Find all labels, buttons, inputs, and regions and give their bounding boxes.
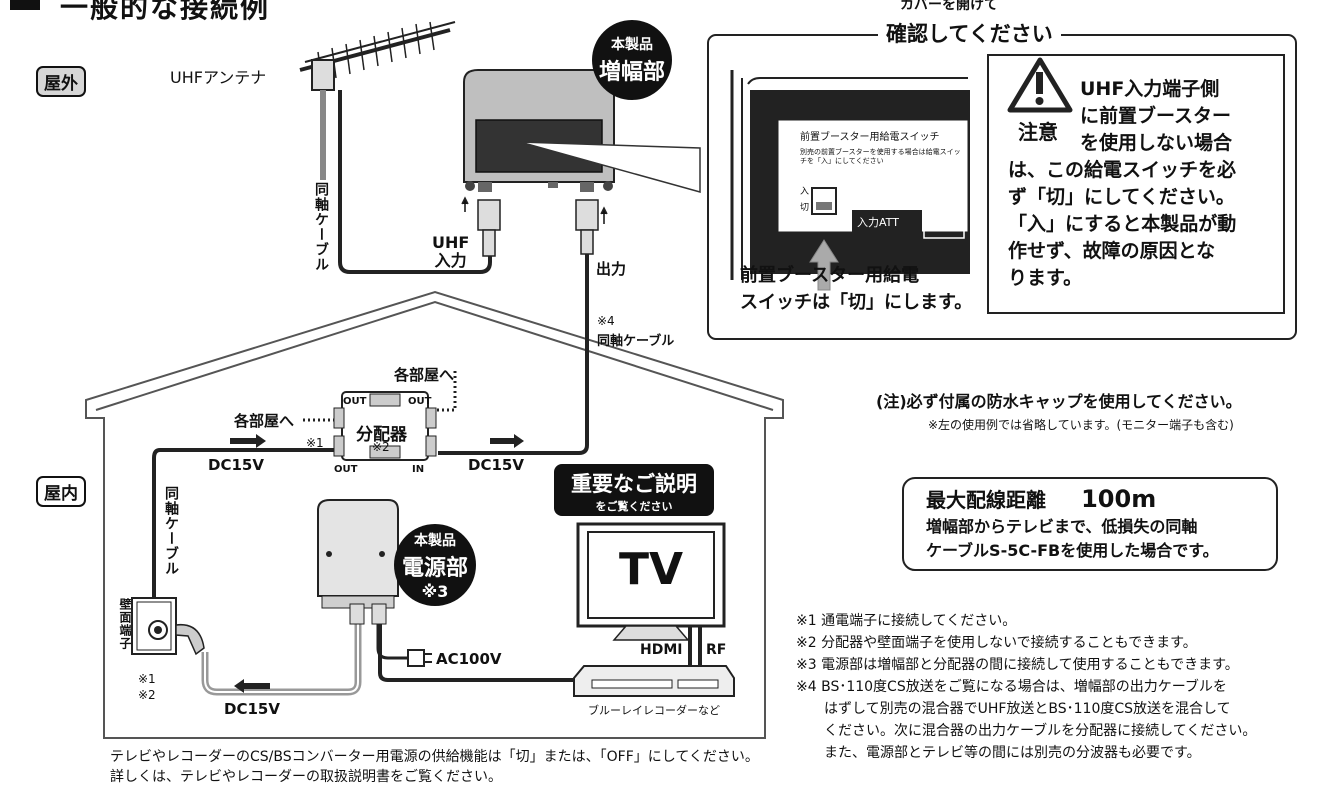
caution-line-8: ります。 bbox=[1008, 267, 1083, 289]
to-rooms-lines bbox=[300, 370, 457, 422]
bluray-recorder bbox=[573, 665, 735, 697]
caution-line-4: は、この給電スイッチを必 bbox=[1008, 159, 1237, 181]
output-connector bbox=[575, 199, 608, 255]
important-notice-tag: 重要なご説明 をご覧ください bbox=[554, 464, 714, 516]
caution-line-5: ず「切」にしてください。 bbox=[1008, 186, 1235, 208]
tv-tag-sub: をご覧ください bbox=[595, 500, 673, 513]
caution-label: 注意 bbox=[1018, 120, 1058, 144]
power-unit-badge: 本製品 電源部 ※3 bbox=[394, 524, 476, 606]
caution-line-7: 作せず、故障の原因とな bbox=[1008, 240, 1216, 262]
indoor-tag: 屋内 bbox=[36, 476, 86, 507]
tv-screen-label: TV bbox=[618, 544, 684, 595]
splitter-note: ※2 bbox=[372, 440, 390, 454]
waterproof-subnote: ※左の使用例では省略しています。(モニター端子も含む) bbox=[928, 418, 1234, 432]
caution-line-1: UHF入力端子側 bbox=[1080, 78, 1220, 100]
device-interior-illustration bbox=[730, 70, 970, 291]
ac-label: AC100V bbox=[436, 650, 502, 668]
callout-subtitle: カバーを開けて bbox=[900, 0, 998, 13]
footnote-3: ※3 電源部は増幅部と分配器の間に接続して使用することもできます。 bbox=[796, 657, 1239, 673]
footnote-5: はずして別売の混合器でUHF放送とBS･110度CS放送を混合して bbox=[796, 701, 1231, 717]
power-badge-note: ※3 bbox=[421, 581, 449, 601]
footnote-7: また、電源部とテレビ等の間には別売の分波器も必要です。 bbox=[796, 745, 1201, 761]
amplifier-badge-main: 増幅部 bbox=[598, 60, 665, 85]
switch-caption-1: 前置ブースター用給電 bbox=[740, 265, 920, 286]
splitter-device bbox=[333, 391, 437, 461]
amplifier-badge-top: 本製品 bbox=[611, 37, 653, 53]
caution-line-6: 「入」にすると本製品が動 bbox=[1008, 213, 1237, 235]
distance-box bbox=[902, 477, 1278, 571]
distance-value: 100m bbox=[1081, 485, 1157, 513]
switch-off-label: 切 bbox=[800, 203, 810, 213]
coax-label-upper: 同軸ケーブル bbox=[313, 182, 329, 272]
wall-terminal-label: 壁面端子 bbox=[118, 598, 132, 650]
power-unit bbox=[317, 499, 399, 625]
footnote-4: ※4 BS･110度CS放送をご覧になる場合は、増幅部の出力ケーブルを bbox=[796, 679, 1227, 695]
uhf-input-connector bbox=[461, 196, 501, 257]
dc-label-bottom: DC15V bbox=[224, 700, 280, 718]
panel-title: 前置ブースター用給電スイッチ bbox=[800, 132, 940, 143]
caution-line-2: に前置ブースター bbox=[1080, 105, 1232, 127]
power-badge-main: 電源部 bbox=[401, 555, 468, 581]
splitter-note1: ※1 bbox=[306, 436, 324, 450]
waterproof-note: (注)必ず付属の防水キャップを使用してください。 bbox=[876, 392, 1242, 411]
rf-label: RF bbox=[706, 642, 727, 658]
coax4-label: 同軸ケーブル bbox=[597, 334, 675, 349]
footnote-2: ※2 分配器や壁面端子を使用しないで接続することもできます。 bbox=[796, 635, 1197, 651]
dc-arrows bbox=[230, 434, 524, 693]
switch-on-label: 入 bbox=[800, 187, 810, 197]
caution-line-3: を使用しない場合 bbox=[1080, 132, 1233, 154]
output-label: 出力 bbox=[596, 260, 627, 278]
outdoor-tag: 屋外 bbox=[36, 66, 86, 97]
dc-label-right: DC15V bbox=[468, 456, 524, 474]
callout-pointer bbox=[519, 141, 701, 193]
wall-note2: ※2 bbox=[138, 688, 156, 702]
to-rooms-top: 各部屋へ bbox=[394, 366, 455, 384]
splitter-out-tr: OUT bbox=[408, 396, 432, 407]
uhf-input-label: UHF 入力 bbox=[432, 234, 469, 270]
page-title: 一般的な接続例 bbox=[60, 0, 271, 24]
tv-set bbox=[576, 522, 726, 641]
distance-desc-2: ケーブルS-5C-FBを使用した場合です。 bbox=[926, 541, 1219, 560]
footnote-1: ※1 通電端子に接続してください。 bbox=[796, 613, 1017, 629]
splitter-out-bl: OUT bbox=[334, 464, 358, 475]
footnote-6: ください。次に混合器の出力ケーブルを分配器に接続してください。 bbox=[796, 723, 1257, 739]
splitter-in: IN bbox=[412, 464, 425, 475]
footer-line-1: テレビやレコーダーのCS/BSコンバーター用電源の供給機能は「切」または、「OF… bbox=[110, 749, 759, 765]
splitter-out-tl: OUT bbox=[343, 396, 367, 407]
max-distance-heading: 最大配線距離 100m bbox=[926, 484, 1156, 513]
distance-title: 最大配線距離 bbox=[926, 488, 1046, 512]
uhf-antenna-label: UHFアンテナ bbox=[170, 68, 267, 87]
warning-icon bbox=[1007, 57, 1073, 113]
footnotes: ※1 通電端子に接続してください。 ※2 分配器や壁面端子を使用しないで接続する… bbox=[796, 610, 1326, 764]
wall-terminal bbox=[131, 597, 205, 656]
uhf-antenna-icon bbox=[299, 21, 456, 180]
uhf-input-label-1: UHF bbox=[432, 233, 470, 252]
uhf-input-label-2: 入力 bbox=[434, 251, 467, 270]
amplifier-badge: 本製品 増幅部 bbox=[592, 20, 672, 100]
input-att-label: 入力ATT bbox=[857, 216, 899, 229]
to-rooms-left: 各部屋へ bbox=[234, 412, 295, 430]
ac-plug-icon bbox=[407, 649, 432, 667]
coax4-note: ※4 bbox=[597, 314, 615, 328]
distance-desc-1: 増幅部からテレビまで、低損失の同軸 bbox=[926, 517, 1198, 536]
recorder-label: ブルーレイレコーダーなど bbox=[588, 704, 720, 717]
hdmi-label: HDMI bbox=[640, 642, 683, 658]
tv-tag-main: 重要なご説明 bbox=[571, 472, 697, 496]
footer-line-2: 詳しくは、テレビやレコーダーの取扱説明書をご覧ください。 bbox=[110, 769, 502, 785]
coax-cables bbox=[152, 90, 702, 696]
switch-caption-2: スイッチは「切」にします。 bbox=[740, 292, 973, 313]
coax-label-lower: 同軸ケーブル bbox=[163, 486, 179, 576]
panel-text: 別売の前置ブースターを使用する場合は給電スイッチを「入」にしてください bbox=[800, 148, 961, 165]
splitter-name: 分配器 bbox=[356, 425, 407, 445]
title-bullet bbox=[10, 0, 40, 10]
house-outline bbox=[85, 290, 784, 739]
power-badge-top: 本製品 bbox=[414, 532, 456, 549]
callout-title: 確認してください bbox=[878, 18, 1061, 48]
amplifier-unit bbox=[463, 69, 615, 192]
dc-label-left: DC15V bbox=[208, 456, 264, 474]
wall-note1: ※1 bbox=[138, 672, 156, 686]
